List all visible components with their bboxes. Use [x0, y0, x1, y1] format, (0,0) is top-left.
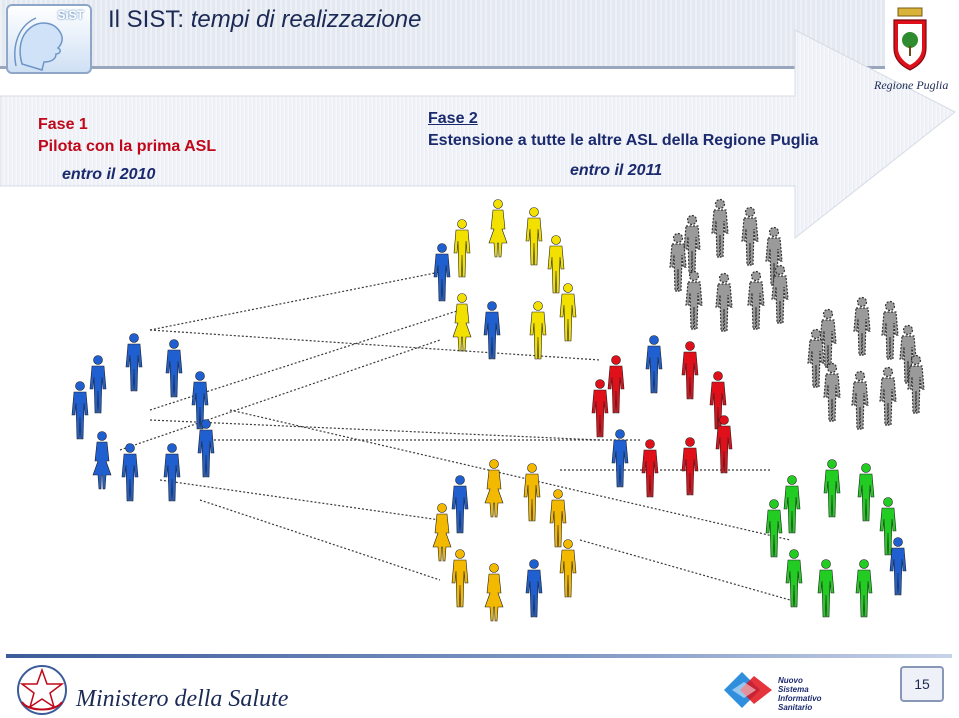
- connection-line: [119, 339, 441, 451]
- nsis-logo-icon: [724, 672, 772, 708]
- person-icon: [711, 198, 729, 258]
- group-asl-gray2: [807, 296, 925, 430]
- sist-logo: SiST: [6, 4, 92, 74]
- person-icon: [785, 548, 803, 608]
- nsis-line: Sanitario: [778, 703, 813, 712]
- coat-of-arms-icon: [893, 7, 927, 71]
- connection-line: [159, 479, 441, 521]
- phase2-deadline: entro il 2011: [570, 162, 663, 179]
- group-asl-yellow: [433, 198, 577, 360]
- phase2-heading: Fase 2: [428, 110, 478, 127]
- person-icon: [681, 436, 699, 496]
- person-icon: [741, 206, 759, 266]
- person-icon: [889, 536, 907, 596]
- nsis-line: Nuovo: [778, 676, 803, 685]
- nsis-line: Sistema: [778, 685, 809, 694]
- phase1-description: Pilota con la prima ASL: [38, 138, 217, 155]
- person-icon: [89, 354, 107, 414]
- person-icon: [611, 428, 629, 488]
- person-icon: [484, 458, 504, 518]
- person-icon: [645, 334, 663, 394]
- person-icon: [641, 438, 659, 498]
- person-icon: [451, 548, 469, 608]
- person-icon: [823, 458, 841, 518]
- person-icon: [529, 300, 547, 360]
- person-icon: [525, 206, 543, 266]
- page-number: 15: [900, 666, 944, 702]
- slide-title: Il SIST: tempi di realizzazione: [108, 6, 421, 34]
- person-icon: [452, 292, 472, 352]
- person-icon: [855, 558, 873, 618]
- person-icon: [453, 218, 471, 278]
- person-icon: [432, 502, 452, 562]
- person-icon: [71, 380, 89, 440]
- phase1-heading: Fase 1: [38, 116, 88, 133]
- person-icon: [591, 378, 609, 438]
- logo-text: SiST: [57, 8, 84, 22]
- person-icon: [547, 234, 565, 294]
- person-icon: [783, 474, 801, 534]
- person-icon: [451, 474, 469, 534]
- person-icon: [121, 442, 139, 502]
- head-profile-icon: [14, 17, 63, 71]
- person-icon: [165, 338, 183, 398]
- person-icon: [125, 332, 143, 392]
- person-icon: [817, 558, 835, 618]
- connection-line: [149, 271, 441, 331]
- region-label: Regione Puglia: [874, 78, 949, 92]
- person-icon: [765, 498, 783, 558]
- group-asl-pilot: [71, 332, 215, 502]
- person-icon: [488, 198, 508, 258]
- person-icon: [523, 462, 541, 522]
- person-icon: [433, 242, 451, 302]
- group-asl-green: [765, 458, 907, 618]
- person-icon: [851, 370, 869, 430]
- person-icon: [747, 270, 765, 330]
- group-asl-gray: [669, 198, 789, 332]
- nsis-text: Nuovo Sistema Informativo Sanitario: [778, 676, 822, 712]
- person-icon: [879, 366, 897, 426]
- person-icon: [857, 462, 875, 522]
- person-icon: [92, 430, 112, 490]
- person-icon: [607, 354, 625, 414]
- person-icon: [163, 442, 181, 502]
- group-asl-red: [591, 334, 733, 498]
- title-bar: [0, 0, 885, 69]
- person-icon: [853, 296, 871, 356]
- person-icon: [879, 496, 897, 556]
- connection-line: [149, 329, 601, 361]
- person-icon: [823, 362, 841, 422]
- connection-line: [579, 539, 791, 601]
- title-prefix: Il SIST:: [108, 6, 191, 33]
- person-icon: [559, 282, 577, 342]
- italian-emblem-icon: [17, 665, 67, 715]
- phase2-description: Estensione a tutte le altre ASL della Re…: [428, 132, 819, 149]
- ministry-name: Ministero della Salute: [76, 686, 289, 712]
- footer-line: [6, 654, 952, 658]
- group-asl-orange: [432, 458, 577, 622]
- person-icon: [483, 300, 501, 360]
- nsis-line: Informativo: [778, 694, 822, 703]
- person-icon: [549, 488, 567, 548]
- person-icon: [525, 558, 543, 618]
- person-icon: [685, 270, 703, 330]
- person-icon: [683, 214, 701, 274]
- person-icon: [669, 232, 687, 292]
- person-icon: [681, 340, 699, 400]
- person-icon: [484, 562, 504, 622]
- person-icon: [715, 272, 733, 332]
- person-icon: [881, 300, 899, 360]
- title-italic: tempi di realizzazione: [190, 6, 422, 33]
- phase1-deadline: entro il 2010: [62, 166, 156, 183]
- person-icon: [559, 538, 577, 598]
- connection-line: [149, 419, 601, 441]
